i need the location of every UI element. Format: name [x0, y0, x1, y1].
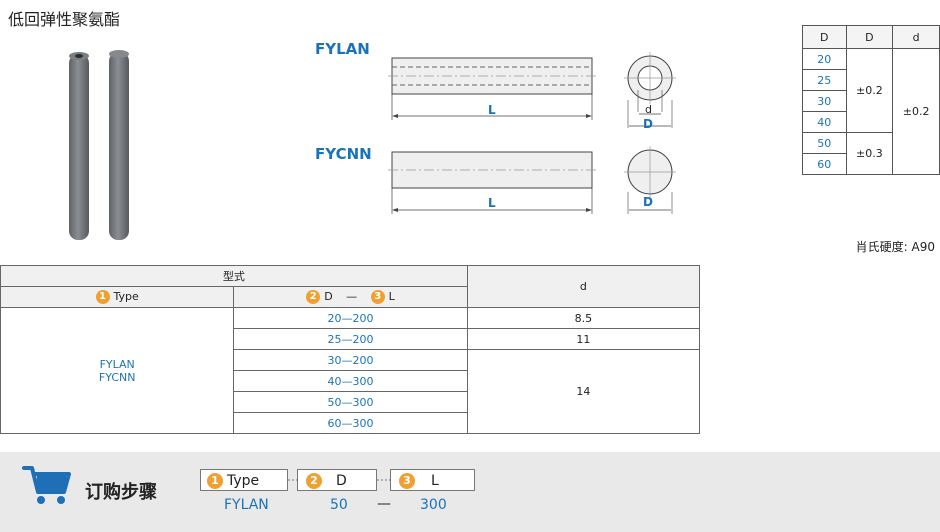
tol-header-d-tol: d — [892, 25, 940, 49]
order-example-L: 300 — [420, 497, 447, 513]
d-cell-merged: 14 — [466, 349, 701, 434]
order-connectors — [288, 479, 390, 481]
range-cell: 20—200 — [233, 307, 468, 329]
tol-D-a: ±0.2 — [845, 48, 894, 133]
rod-hollow — [69, 52, 89, 240]
spec-header-D-label: D — [324, 290, 333, 303]
type-fylan: FYLAN — [99, 357, 135, 371]
solid-end-drawing — [624, 146, 676, 214]
step-3-badge: 3 — [399, 473, 415, 489]
hardness-note: 肖氏硬度: A90 — [855, 240, 935, 254]
tol-header-D: D — [802, 25, 847, 49]
solid-outer-diameter-label: D — [643, 195, 653, 209]
tol-d-value: 60 — [802, 153, 847, 175]
order-example-dash: — — [377, 496, 391, 512]
hollow-end-drawing — [624, 52, 676, 128]
step-2-badge: 2 — [306, 473, 322, 489]
range-cell: 50—300 — [233, 391, 468, 413]
step-2-badge: 2 — [306, 290, 321, 304]
solid-type-label: FYCNN — [315, 145, 372, 163]
type-fycnn: FYCNN — [98, 370, 136, 384]
tolerance-table: D D d 20 ±0.2 ±0.2 25 30 40 50 ±0.3 60 — [802, 25, 940, 175]
range-cell: 30—200 — [233, 349, 468, 371]
spec-header-type-label: Type — [113, 290, 139, 303]
tol-header-D-tol: D — [845, 25, 894, 49]
tol-d-value: 40 — [802, 111, 847, 133]
rod-solid — [109, 50, 129, 240]
hollow-type-label: FYLAN — [315, 40, 370, 58]
range-cell: 25—200 — [233, 328, 468, 350]
d-cell: 8.5 — [466, 307, 701, 329]
hollow-length-label: L — [488, 103, 496, 117]
tol-d-value: 25 — [802, 69, 847, 91]
order-box-type-label: Type — [227, 473, 260, 489]
spec-header-L-label: L — [388, 290, 395, 303]
range-cell: 40—300 — [233, 370, 468, 392]
tol-d: ±0.2 — [892, 48, 940, 175]
spec-header-dash: — — [346, 290, 358, 303]
tol-d-value: 50 — [802, 132, 847, 154]
product-photo — [69, 50, 129, 240]
range-cell: 60—300 — [233, 412, 468, 434]
solid-length-label: L — [488, 196, 496, 210]
hollow-outer-diameter-label: D — [643, 117, 653, 131]
step-3-badge: 3 — [370, 290, 385, 304]
solid-side-drawing — [388, 151, 596, 214]
order-example-D: 50 — [330, 497, 348, 513]
tol-d-value: 30 — [802, 90, 847, 112]
order-title: 订购步骤 — [85, 482, 157, 503]
spec-header-d: d — [466, 265, 701, 308]
order-box-D-label: D — [336, 473, 347, 489]
page-title: 低回弹性聚氨酯 — [8, 10, 121, 29]
d-cell: 11 — [466, 328, 701, 350]
order-example-type: FYLAN — [224, 497, 269, 513]
tol-d-value: 20 — [802, 48, 847, 70]
order-section — [0, 452, 940, 532]
hollow-side-drawing — [388, 57, 596, 120]
spec-type-cell: FYLAN FYCNN — [0, 307, 235, 434]
order-box-L-label: L — [431, 473, 439, 489]
shopping-cart-icon — [22, 466, 71, 504]
step-1-badge: 1 — [207, 473, 223, 489]
spec-header-type-group: 型式 — [0, 265, 468, 287]
tol-D-b: ±0.3 — [845, 132, 894, 175]
step-1-badge: 1 — [95, 290, 110, 304]
inner-diameter-label: d — [645, 103, 652, 116]
